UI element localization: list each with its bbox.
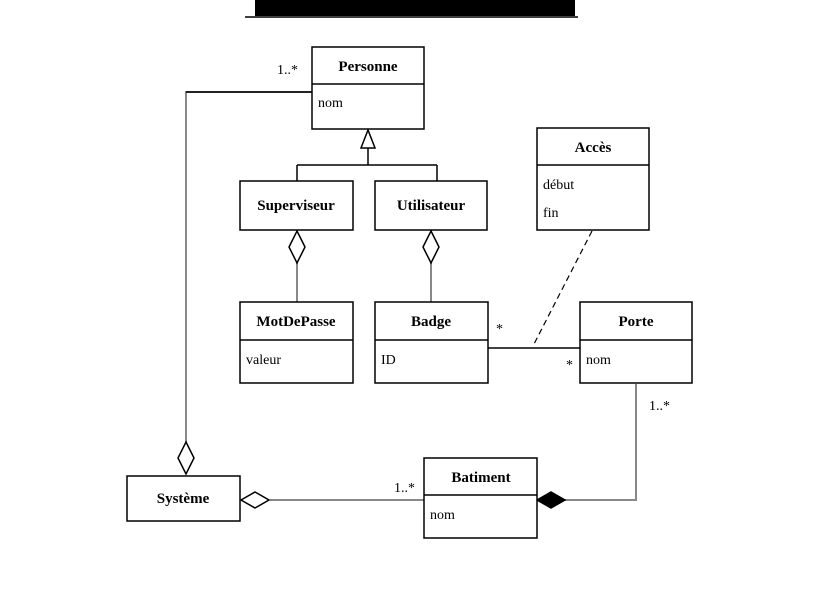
class-motdepasse: MotDePasse valeur xyxy=(239,301,354,384)
multiplicity-label: 1..* xyxy=(394,481,415,496)
class-attribute: ID xyxy=(381,353,396,368)
generalization-edge xyxy=(296,148,438,181)
aggregation-diamond-icon xyxy=(422,229,440,265)
class-name: Superviseur xyxy=(257,198,335,214)
class-superviseur: Superviseur xyxy=(239,180,354,231)
title-bar xyxy=(255,0,575,16)
multiplicity-label: 1..* xyxy=(649,399,670,414)
class-systeme: Système xyxy=(126,475,241,522)
aggregation-edge-systeme-personne xyxy=(185,91,312,442)
aggregation-diamond-icon xyxy=(239,491,271,509)
class-name: Batiment xyxy=(451,470,510,486)
class-name: Porte xyxy=(619,314,654,330)
class-name: Accès xyxy=(575,140,612,156)
class-attribute: début xyxy=(543,178,574,193)
multiplicity-label: * xyxy=(496,322,503,337)
class-name: Système xyxy=(157,491,210,507)
class-name: MotDePasse xyxy=(256,314,335,330)
class-utilisateur: Utilisateur xyxy=(374,180,488,231)
multiplicity-label: 1..* xyxy=(277,63,298,78)
class-attribute: valeur xyxy=(246,353,281,368)
class-attribute: nom xyxy=(430,508,455,523)
class-name: Utilisateur xyxy=(397,198,466,214)
aggregation-diamond-icon xyxy=(288,229,306,265)
aggregation-diamond-icon xyxy=(177,440,195,476)
class-batiment: Batiment nom xyxy=(423,457,538,539)
generalization-arrow-icon xyxy=(359,127,377,149)
class-porte: Porte nom xyxy=(579,301,693,384)
class-name: Personne xyxy=(338,59,398,75)
class-attribute: nom xyxy=(586,353,611,368)
class-name: Badge xyxy=(411,314,451,330)
multiplicity-label: * xyxy=(566,358,573,373)
class-acces: Accès début fin xyxy=(536,127,650,231)
composition-edge-batiment-porte xyxy=(565,384,637,501)
class-attribute: nom xyxy=(318,96,343,111)
composition-diamond-icon xyxy=(535,491,567,509)
association-class-link xyxy=(532,230,593,347)
class-personne: Personne nom xyxy=(311,46,425,130)
class-attribute: fin xyxy=(543,206,559,221)
class-badge: Badge ID xyxy=(374,301,489,384)
